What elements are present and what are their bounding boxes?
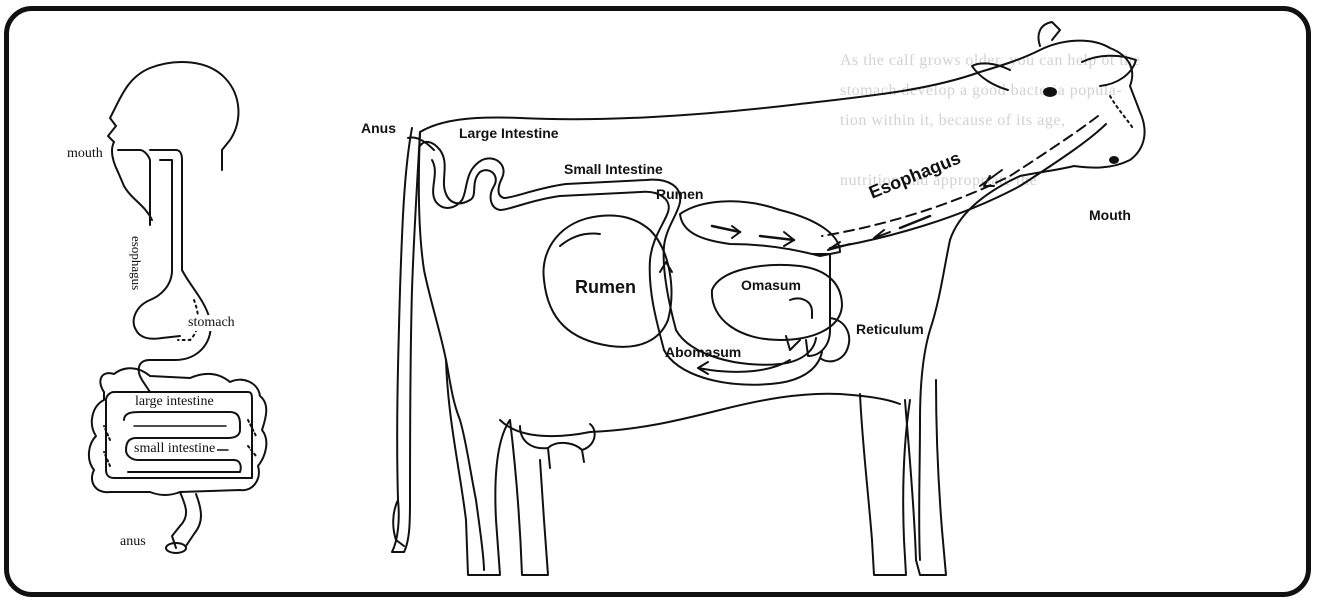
label-small-intestine-cow: Small Intestine — [564, 161, 663, 177]
label-rumen-big: Rumen — [575, 277, 636, 298]
cow-horn — [1039, 22, 1061, 46]
stomach-outline — [139, 270, 211, 392]
cow-body-outline — [420, 41, 1145, 560]
label-stomach: stomach — [186, 315, 237, 331]
cow-nostril — [1110, 157, 1118, 163]
label-reticulum: Reticulum — [856, 321, 924, 337]
label-anus-human: anus — [120, 534, 146, 550]
label-mouth: mouth — [67, 146, 103, 162]
human-head-outline — [108, 62, 238, 220]
label-rumen-small: Rumen — [656, 186, 703, 202]
cow-small-intestine — [470, 170, 669, 350]
label-abomasum: Abomasum — [665, 344, 741, 360]
label-small-intestine-human: small intestine — [132, 441, 217, 457]
label-large-intestine-human: large intestine — [133, 394, 216, 410]
abomasum-flow-arrow — [698, 360, 790, 372]
label-anus-cow: Anus — [361, 120, 396, 136]
esophagus-arrow — [980, 170, 1002, 186]
rumen-chamber — [680, 201, 840, 256]
label-omasum: Omasum — [741, 277, 801, 293]
label-esophagus-human: esophagus — [128, 236, 144, 290]
reticulum-pouch — [820, 318, 849, 361]
cow-digestive-system — [392, 22, 1145, 575]
cow-belly — [500, 394, 900, 436]
cow-far-ear — [972, 63, 1010, 90]
cow-eye — [1044, 88, 1056, 96]
human-digestive-system — [89, 62, 266, 553]
cow-large-intestine — [420, 142, 470, 203]
small-intestine-arrow — [660, 262, 672, 272]
esophagus-tube — [150, 150, 182, 270]
human-neck-left — [118, 150, 150, 225]
rectum-tube — [172, 492, 186, 548]
cow-far-front-leg — [905, 380, 946, 575]
cow-tail — [392, 128, 420, 552]
cow-front-leg — [860, 394, 910, 575]
label-large-intestine-cow: Large Intestine — [459, 125, 559, 141]
cow-hind-leg — [446, 360, 510, 575]
label-mouth-cow: Mouth — [1089, 207, 1131, 223]
